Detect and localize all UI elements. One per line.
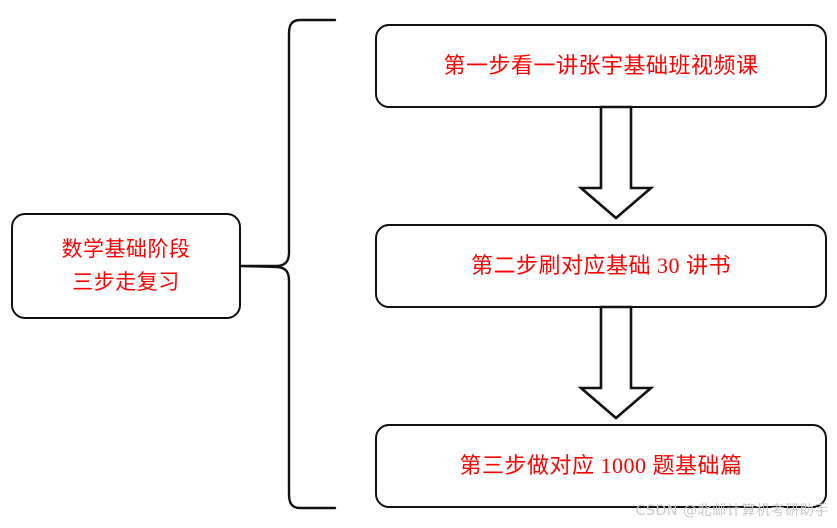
node-root[interactable]: 数学基础阶段 三步走复习 bbox=[11, 213, 241, 319]
arrow-down-1-icon bbox=[577, 105, 655, 220]
node-step-1[interactable]: 第一步看一讲张宇基础班视频课 bbox=[375, 24, 827, 108]
node-step-1-label: 第一步看一讲张宇基础班视频课 bbox=[443, 52, 759, 78]
node-root-line-1: 数学基础阶段 bbox=[61, 237, 191, 262]
arrow-down-2-icon bbox=[577, 305, 655, 420]
node-step-2-label: 第二步刷对应基础 30 讲书 bbox=[470, 252, 731, 278]
node-step-3[interactable]: 第三步做对应 1000 题基础篇 bbox=[375, 424, 827, 508]
watermark: CSDN @北邮计算机考研助手 bbox=[635, 503, 829, 519]
curly-brace-connector bbox=[239, 18, 337, 510]
node-root-line-2: 三步走复习 bbox=[72, 270, 180, 294]
node-step-3-label: 第三步做对应 1000 题基础篇 bbox=[459, 452, 743, 478]
node-step-2[interactable]: 第二步刷对应基础 30 讲书 bbox=[375, 224, 827, 308]
